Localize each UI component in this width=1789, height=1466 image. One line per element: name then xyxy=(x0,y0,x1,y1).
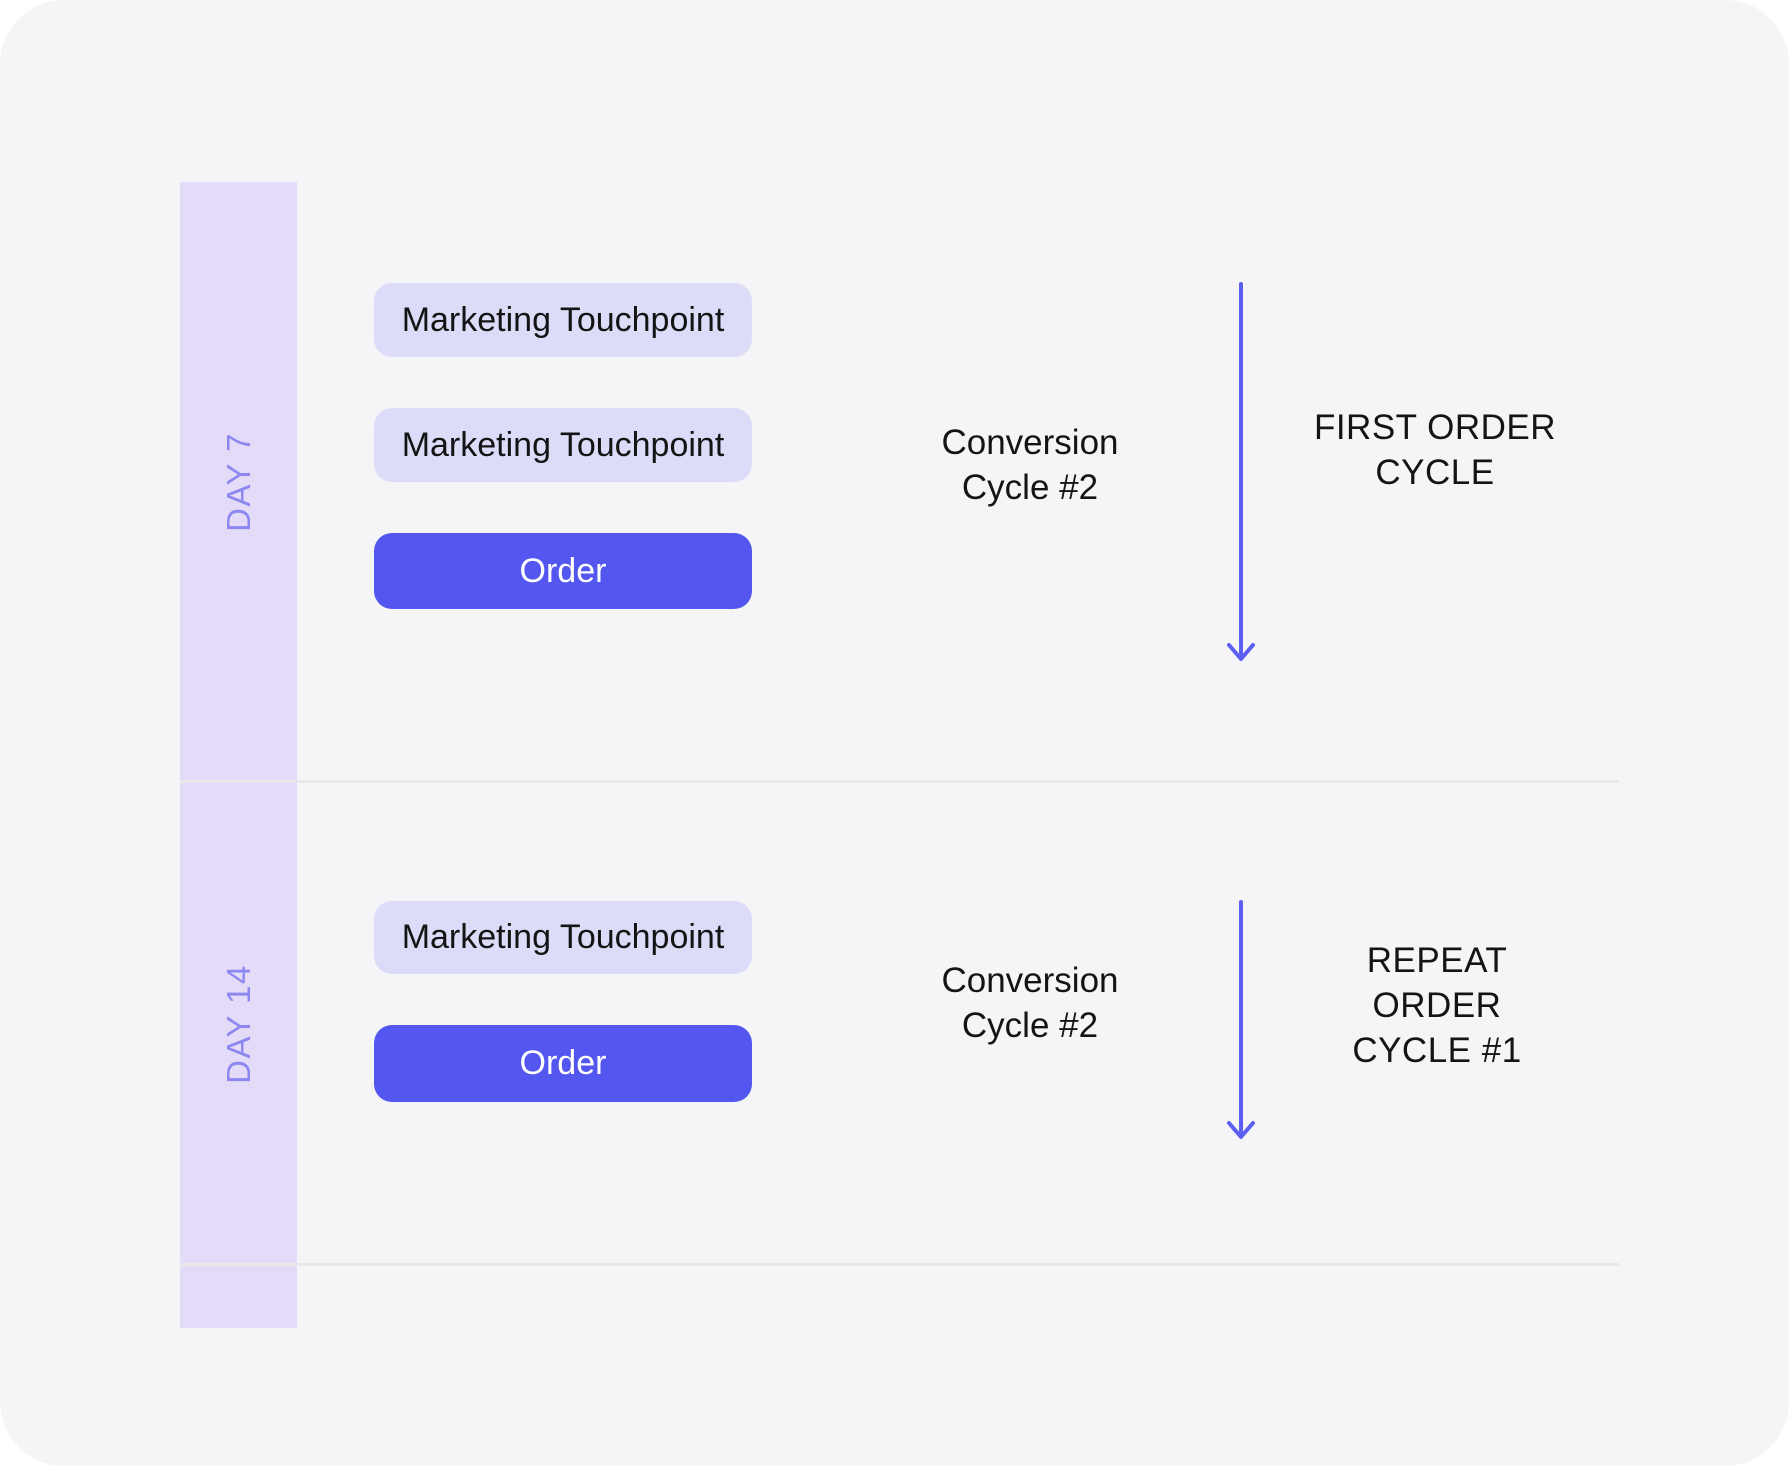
conversion-cycle-line2: Cycle #2 xyxy=(961,1006,1099,1045)
order-box: Order xyxy=(374,1025,752,1102)
repeat-order-cycle-line2: ORDER xyxy=(1372,986,1502,1025)
section-divider xyxy=(180,780,1619,783)
conversion-cycle-label: Conversion Cycle #2 xyxy=(900,420,1160,510)
day7-label: DAY 7 xyxy=(219,432,257,532)
down-arrow-icon xyxy=(1227,282,1255,661)
conversion-cycle-line1: Conversion xyxy=(941,961,1119,1000)
section-divider xyxy=(180,1263,1619,1266)
down-arrow-icon xyxy=(1227,900,1255,1139)
day14-label-wrap: DAY 14 xyxy=(180,782,297,1265)
conversion-cycle-label: Conversion Cycle #2 xyxy=(900,958,1160,1048)
order-label: Order xyxy=(519,551,607,590)
repeat-order-cycle-line1: REPEAT xyxy=(1366,941,1508,980)
conversion-cycle-line2: Cycle #2 xyxy=(961,468,1099,507)
first-order-cycle-label: FIRST ORDER CYCLE xyxy=(1305,405,1565,495)
order-label: Order xyxy=(519,1044,607,1082)
first-order-cycle-line2: CYCLE xyxy=(1375,453,1495,492)
marketing-touchpoint-box: Marketing Touchpoint xyxy=(374,408,752,482)
day7-label-wrap: DAY 7 xyxy=(180,182,297,782)
order-box: Order xyxy=(374,533,752,609)
repeat-order-cycle-line3: CYCLE #1 xyxy=(1352,1031,1522,1070)
timeline-day-column xyxy=(180,182,297,1328)
first-order-cycle-line1: FIRST ORDER xyxy=(1313,408,1557,447)
marketing-touchpoint-label: Marketing Touchpoint xyxy=(401,918,725,956)
marketing-touchpoint-label: Marketing Touchpoint xyxy=(401,300,725,339)
conversion-cycle-line1: Conversion xyxy=(941,423,1119,462)
marketing-touchpoint-box: Marketing Touchpoint xyxy=(374,283,752,357)
repeat-order-cycle-label: REPEAT ORDER CYCLE #1 xyxy=(1307,938,1567,1073)
marketing-touchpoint-box: Marketing Touchpoint xyxy=(374,901,752,974)
day14-label: DAY 14 xyxy=(219,963,257,1084)
marketing-touchpoint-label: Marketing Touchpoint xyxy=(401,425,725,464)
